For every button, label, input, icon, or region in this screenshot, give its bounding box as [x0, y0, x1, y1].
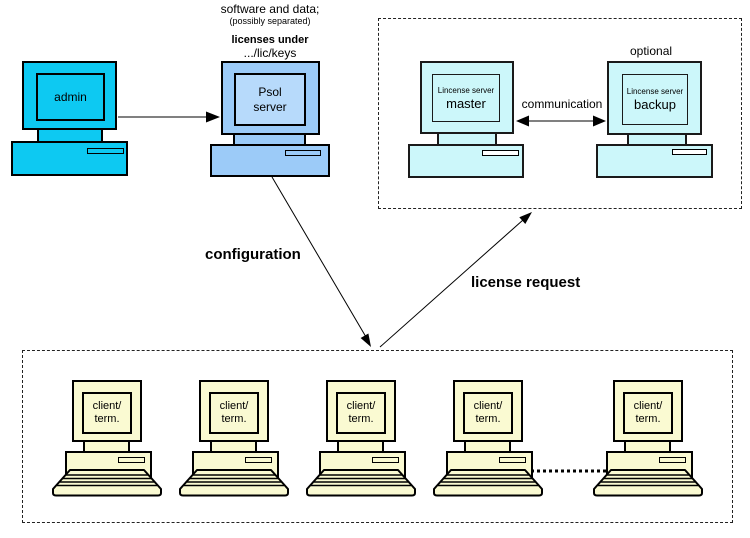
psol-disk-slot — [285, 150, 321, 156]
client-computer-4: client/ term. — [433, 380, 543, 505]
client-keyboard — [52, 469, 162, 497]
client-disk-slot — [659, 457, 686, 463]
client-disk-slot — [245, 457, 272, 463]
annotation-line: (possibly separated) — [229, 16, 311, 26]
communication-label: communication — [521, 97, 603, 111]
psol-base-unit — [210, 144, 330, 177]
client-screen: client/ term. — [209, 392, 259, 434]
admin-to-psol-arrowhead — [206, 111, 220, 123]
client-label: term. — [221, 413, 247, 425]
client-label: term. — [94, 413, 120, 425]
client-keyboard — [593, 469, 703, 497]
admin-screen: admin — [36, 73, 105, 121]
backup-label: backup — [634, 97, 676, 112]
client-label: term. — [635, 413, 661, 425]
client-screen: client/ term. — [463, 392, 513, 434]
master-disk-slot — [482, 150, 519, 156]
license-servers-group-box — [378, 18, 742, 209]
psol-label: server — [253, 99, 287, 114]
clients-group-box — [22, 350, 733, 523]
psol-screen: Psol server — [234, 73, 306, 126]
annotation-line: software and data; — [220, 2, 320, 16]
admin-base-unit — [11, 141, 128, 176]
client-label: term. — [348, 413, 374, 425]
master-label: Lincense server — [437, 85, 495, 95]
psol-annotation: software and data; (possibly separated) … — [190, 2, 350, 60]
client-label: client/ — [219, 400, 249, 412]
annotation-line: .../lic/keys — [243, 46, 297, 60]
client-screen: client/ term. — [336, 392, 386, 434]
master-label: master — [446, 95, 486, 111]
client-label: client/ — [92, 400, 122, 412]
client-label: client/ — [633, 400, 663, 412]
master-base-unit — [408, 144, 524, 178]
client-label: client/ — [473, 400, 503, 412]
client-keyboard — [306, 469, 416, 497]
client-computer-2: client/ term. — [179, 380, 289, 505]
client-keyboard — [433, 469, 543, 497]
client-computer-5: client/ term. — [593, 380, 703, 505]
psol-label: Psol — [258, 84, 282, 99]
configuration-arrowhead — [360, 333, 371, 347]
backup-base-unit — [596, 144, 713, 178]
master-screen: Lincense server master — [432, 74, 500, 122]
client-label: client/ — [346, 400, 376, 412]
optional-label: optional — [630, 44, 673, 58]
backup-disk-slot — [672, 149, 707, 155]
license-request-arrowhead — [519, 212, 532, 224]
backup-label: Lincense server — [626, 87, 684, 96]
client-label: term. — [475, 413, 501, 425]
client-disk-slot — [372, 457, 399, 463]
license-request-label: license request — [471, 274, 581, 291]
client-disk-slot — [499, 457, 526, 463]
annotation-line: licenses under — [231, 34, 309, 46]
client-keyboard — [179, 469, 289, 497]
backup-screen: Lincense server backup — [622, 74, 688, 125]
client-computer-1: client/ term. — [52, 380, 162, 505]
client-screen: client/ term. — [623, 392, 673, 434]
client-computer-3: client/ term. — [306, 380, 416, 505]
configuration-label: configuration — [205, 246, 301, 263]
admin-label: admin — [54, 90, 87, 104]
client-screen: client/ term. — [82, 392, 132, 434]
admin-disk-slot — [87, 148, 124, 154]
client-disk-slot — [118, 457, 145, 463]
